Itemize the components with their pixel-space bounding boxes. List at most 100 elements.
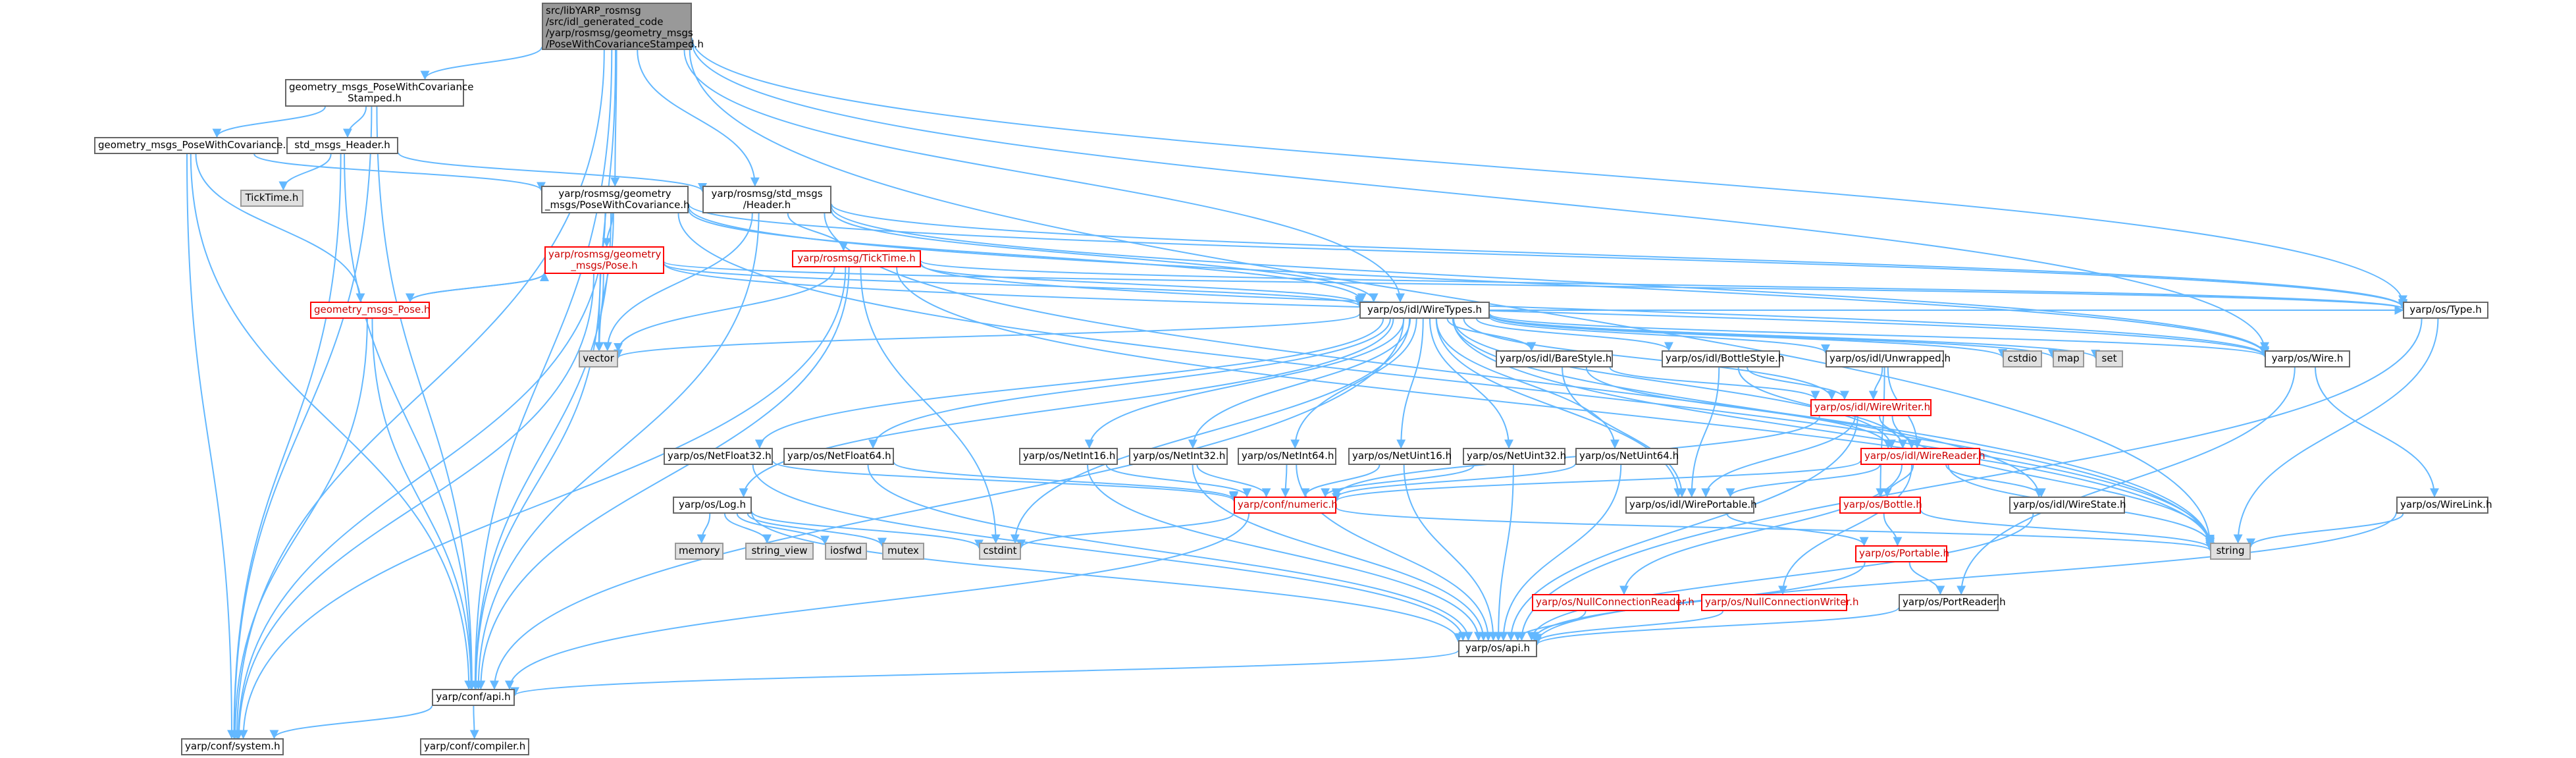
edge-netint16-to-numeric — [1105, 464, 1252, 498]
edge-yr_std_header-to-wire_h — [831, 206, 2269, 356]
node-cstdint[interactable]: cstdint — [979, 543, 1021, 560]
node-yarp-os-netuint64[interactable]: yarp/os/NetUint64.h — [1575, 448, 1679, 465]
node-yarp-os-idl-wirewriter[interactable]: yarp/os/idl/WireWriter.h — [1810, 399, 1932, 416]
edge-os_api-to-conf_api — [510, 649, 1459, 697]
node-yarp-os-nullconnectionreader[interactable]: yarp/os/NullConnectionReader.h — [1532, 594, 1695, 611]
edge-wirewriter-to-os_api — [1506, 416, 1858, 641]
edge-type_h-to-string — [2233, 318, 2439, 544]
edge-log_h-to-memory — [697, 513, 711, 544]
node-yarp-os-wire[interactable]: yarp/os/Wire.h — [2265, 350, 2350, 367]
edge-yr_pwc-to-conf_api — [471, 213, 612, 690]
node-yarp-rosmsg-geometry-posewithcovariance[interactable]: yarp/rosmsg/geometry _msgs/PoseWithCovar… — [541, 186, 690, 213]
edge-pwcs-to-conf_api — [376, 106, 477, 690]
node-yarp-os-idl-barestyle[interactable]: yarp/os/idl/BareStyle.h — [1496, 350, 1613, 367]
node-yarp-rosmsg-std-msgs-header[interactable]: yarp/rosmsg/std_msgs /Header.h — [702, 186, 831, 213]
edge-root-to-pwcs — [420, 46, 542, 80]
node-geometry-msgs-posewithcovariance[interactable]: geometry_msgs_PoseWithCovariance.h — [94, 137, 292, 154]
edge-yr_std_header-to-yr_ticktime — [787, 213, 849, 252]
edge-wirereader-to-numeric — [1332, 460, 1861, 502]
edge-netuint64-to-numeric — [1332, 463, 1576, 499]
edge-numeric-to-conf_api — [505, 513, 1250, 690]
edge-yr_std_header-to-type_h — [831, 203, 2407, 309]
edge-yr_pose-to-wiretypes — [664, 263, 1364, 308]
edge-numeric-to-cstdint — [1016, 513, 1234, 549]
node-yarp-rosmsg-geometry-pose[interactable]: yarp/rosmsg/geometry _msgs/Pose.h — [544, 246, 664, 274]
edge-gm_pose-to-conf_system — [230, 318, 368, 740]
edge-barestyle-to-wirereader — [1585, 367, 1893, 449]
node-set[interactable]: set — [2095, 350, 2123, 367]
node-string[interactable]: string — [2210, 543, 2251, 560]
edge-wiretypes-to-netuint64 — [1435, 318, 1619, 449]
node-yarp-os-log[interactable]: yarp/os/Log.h — [673, 497, 752, 514]
edge-gm_pose-to-conf_api — [371, 318, 476, 690]
node-yarp-conf-compiler[interactable]: yarp/conf/compiler.h — [420, 738, 529, 755]
edge-wiretypes-to-bottlestyle — [1476, 318, 1673, 352]
node-geometry-msgs-posewithcovariancestamped[interactable]: geometry_msgs_PoseWithCovariance Stamped… — [285, 79, 473, 107]
edge-wiretypes-to-netfloat32 — [754, 318, 1384, 449]
edge-root-to-wiretypes — [683, 49, 1405, 303]
node-mutex[interactable]: mutex — [882, 543, 924, 560]
edge-wirewriter-to-wirereader — [1879, 416, 1916, 449]
node-std-msgs-header[interactable]: std_msgs_Header.h — [286, 137, 398, 154]
edge-wiretypes-to-netuint32 — [1429, 318, 1514, 449]
node-yarp-os-netint32[interactable]: yarp/os/NetInt32.h — [1129, 448, 1228, 465]
edge-yr_pwc-to-wire_h — [688, 206, 2269, 356]
node-yarp-os-idl-wireportable[interactable]: yarp/os/idl/WirePortable.h — [1625, 497, 1757, 514]
node-yarp-os-portable[interactable]: yarp/os/Portable.h — [1855, 545, 1949, 562]
node-root-posewithcovariancestamped[interactable]: src/libYARP_rosmsg /src/idl_generated_co… — [542, 3, 704, 50]
node-ticktime-h[interactable]: TickTime.h — [240, 190, 303, 207]
edge-std_header-to-ticktime_h — [278, 153, 332, 191]
edge-netuint16-to-numeric — [1300, 464, 1380, 498]
edge-netfloat32-to-numeric — [772, 460, 1238, 502]
node-yarp-os-wirelink[interactable]: yarp/os/WireLink.h — [2396, 497, 2492, 514]
node-string-view[interactable]: string_view — [745, 543, 814, 560]
node-yarp-conf-system[interactable]: yarp/conf/system.h — [181, 738, 284, 755]
node-iosfwd[interactable]: iosfwd — [825, 543, 867, 560]
node-yarp-os-api[interactable]: yarp/os/api.h — [1458, 640, 1537, 657]
edge-root-to-string — [689, 49, 2215, 546]
node-yarp-os-bottle[interactable]: yarp/os/Bottle.h — [1839, 497, 1922, 514]
node-yarp-os-netfloat64[interactable]: yarp/os/NetFloat64.h — [783, 448, 894, 465]
node-yarp-os-idl-bottlestyle[interactable]: yarp/os/idl/BottleStyle.h — [1662, 350, 1784, 367]
edge-netint32-to-os_api — [1192, 464, 1488, 641]
node-cstdio[interactable]: cstdio — [2003, 350, 2042, 367]
node-yarp-os-netuint16[interactable]: yarp/os/NetUint16.h — [1348, 448, 1452, 465]
node-yarp-os-netuint32[interactable]: yarp/os/NetUint32.h — [1463, 448, 1566, 465]
node-yarp-conf-numeric[interactable]: yarp/conf/numeric.h — [1234, 497, 1338, 514]
edge-wirereader-to-nullconnwriter — [1778, 464, 1912, 595]
node-yarp-os-idl-unwrapped[interactable]: yarp/os/idl/Unwrapped.h — [1826, 350, 1951, 367]
node-yarp-os-netint64[interactable]: yarp/os/NetInt64.h — [1238, 448, 1336, 465]
edge-yr_pwc-to-yr_pose — [602, 213, 614, 248]
node-yarp-os-idl-wirereader[interactable]: yarp/os/idl/WireReader.h — [1860, 448, 1985, 465]
node-yarp-rosmsg-ticktime[interactable]: yarp/rosmsg/TickTime.h — [792, 250, 921, 267]
edge-bottle_h-to-portable — [1883, 513, 1903, 547]
edge-type_h-to-os_api — [1517, 318, 2423, 641]
edge-conf_api-to-conf_system — [269, 705, 433, 740]
node-yarp-os-nullconnectionwriter[interactable]: yarp/os/NullConnectionWriter.h — [1701, 594, 1858, 611]
node-yarp-os-type[interactable]: yarp/os/Type.h — [2403, 302, 2488, 319]
edge-yr_ticktime-to-conf_api — [476, 267, 850, 690]
edge-yr_ticktime-to-string — [896, 267, 2215, 548]
edge-wirelink-to-os_api — [1533, 512, 2397, 644]
edge-unwrapped-to-wirewriter — [1868, 367, 1883, 400]
edge-wiretypes-to-netfloat64 — [868, 318, 1391, 449]
edge-yr_ticktime-to-conf_system — [238, 267, 847, 740]
edge-pwc-to-yr_pwc — [253, 153, 546, 192]
edge-wiretypes-to-wirereader — [1453, 318, 1896, 449]
edge-wiretypes-to-vector — [614, 313, 1360, 359]
node-yarp-conf-api[interactable]: yarp/conf/api.h — [432, 689, 515, 706]
node-yarp-os-idl-wiretypes[interactable]: yarp/os/idl/WireTypes.h — [1359, 302, 1490, 319]
node-map[interactable]: map — [2053, 350, 2084, 367]
node-yarp-os-portreader[interactable]: yarp/os/PortReader.h — [1899, 594, 2006, 611]
node-yarp-os-netint16[interactable]: yarp/os/NetInt16.h — [1019, 448, 1118, 465]
edge-netfloat64-to-numeric — [893, 462, 1238, 501]
node-vector[interactable]: vector — [579, 350, 618, 367]
edge-root-to-wire_h — [691, 41, 2269, 352]
node-yarp-os-netfloat32[interactable]: yarp/os/NetFloat32.h — [664, 448, 773, 465]
edge-numeric-to-string — [1336, 506, 2215, 551]
edge-yr_ticktime-to-type_h — [920, 260, 2407, 310]
edge-wiretypes-to-unwrapped — [1489, 316, 1830, 354]
node-yarp-os-idl-wirestate[interactable]: yarp/os/idl/WireState.h — [2009, 497, 2126, 514]
node-memory[interactable]: memory — [675, 543, 723, 560]
node-geometry-msgs-pose[interactable]: geometry_msgs_Pose.h — [310, 302, 430, 319]
